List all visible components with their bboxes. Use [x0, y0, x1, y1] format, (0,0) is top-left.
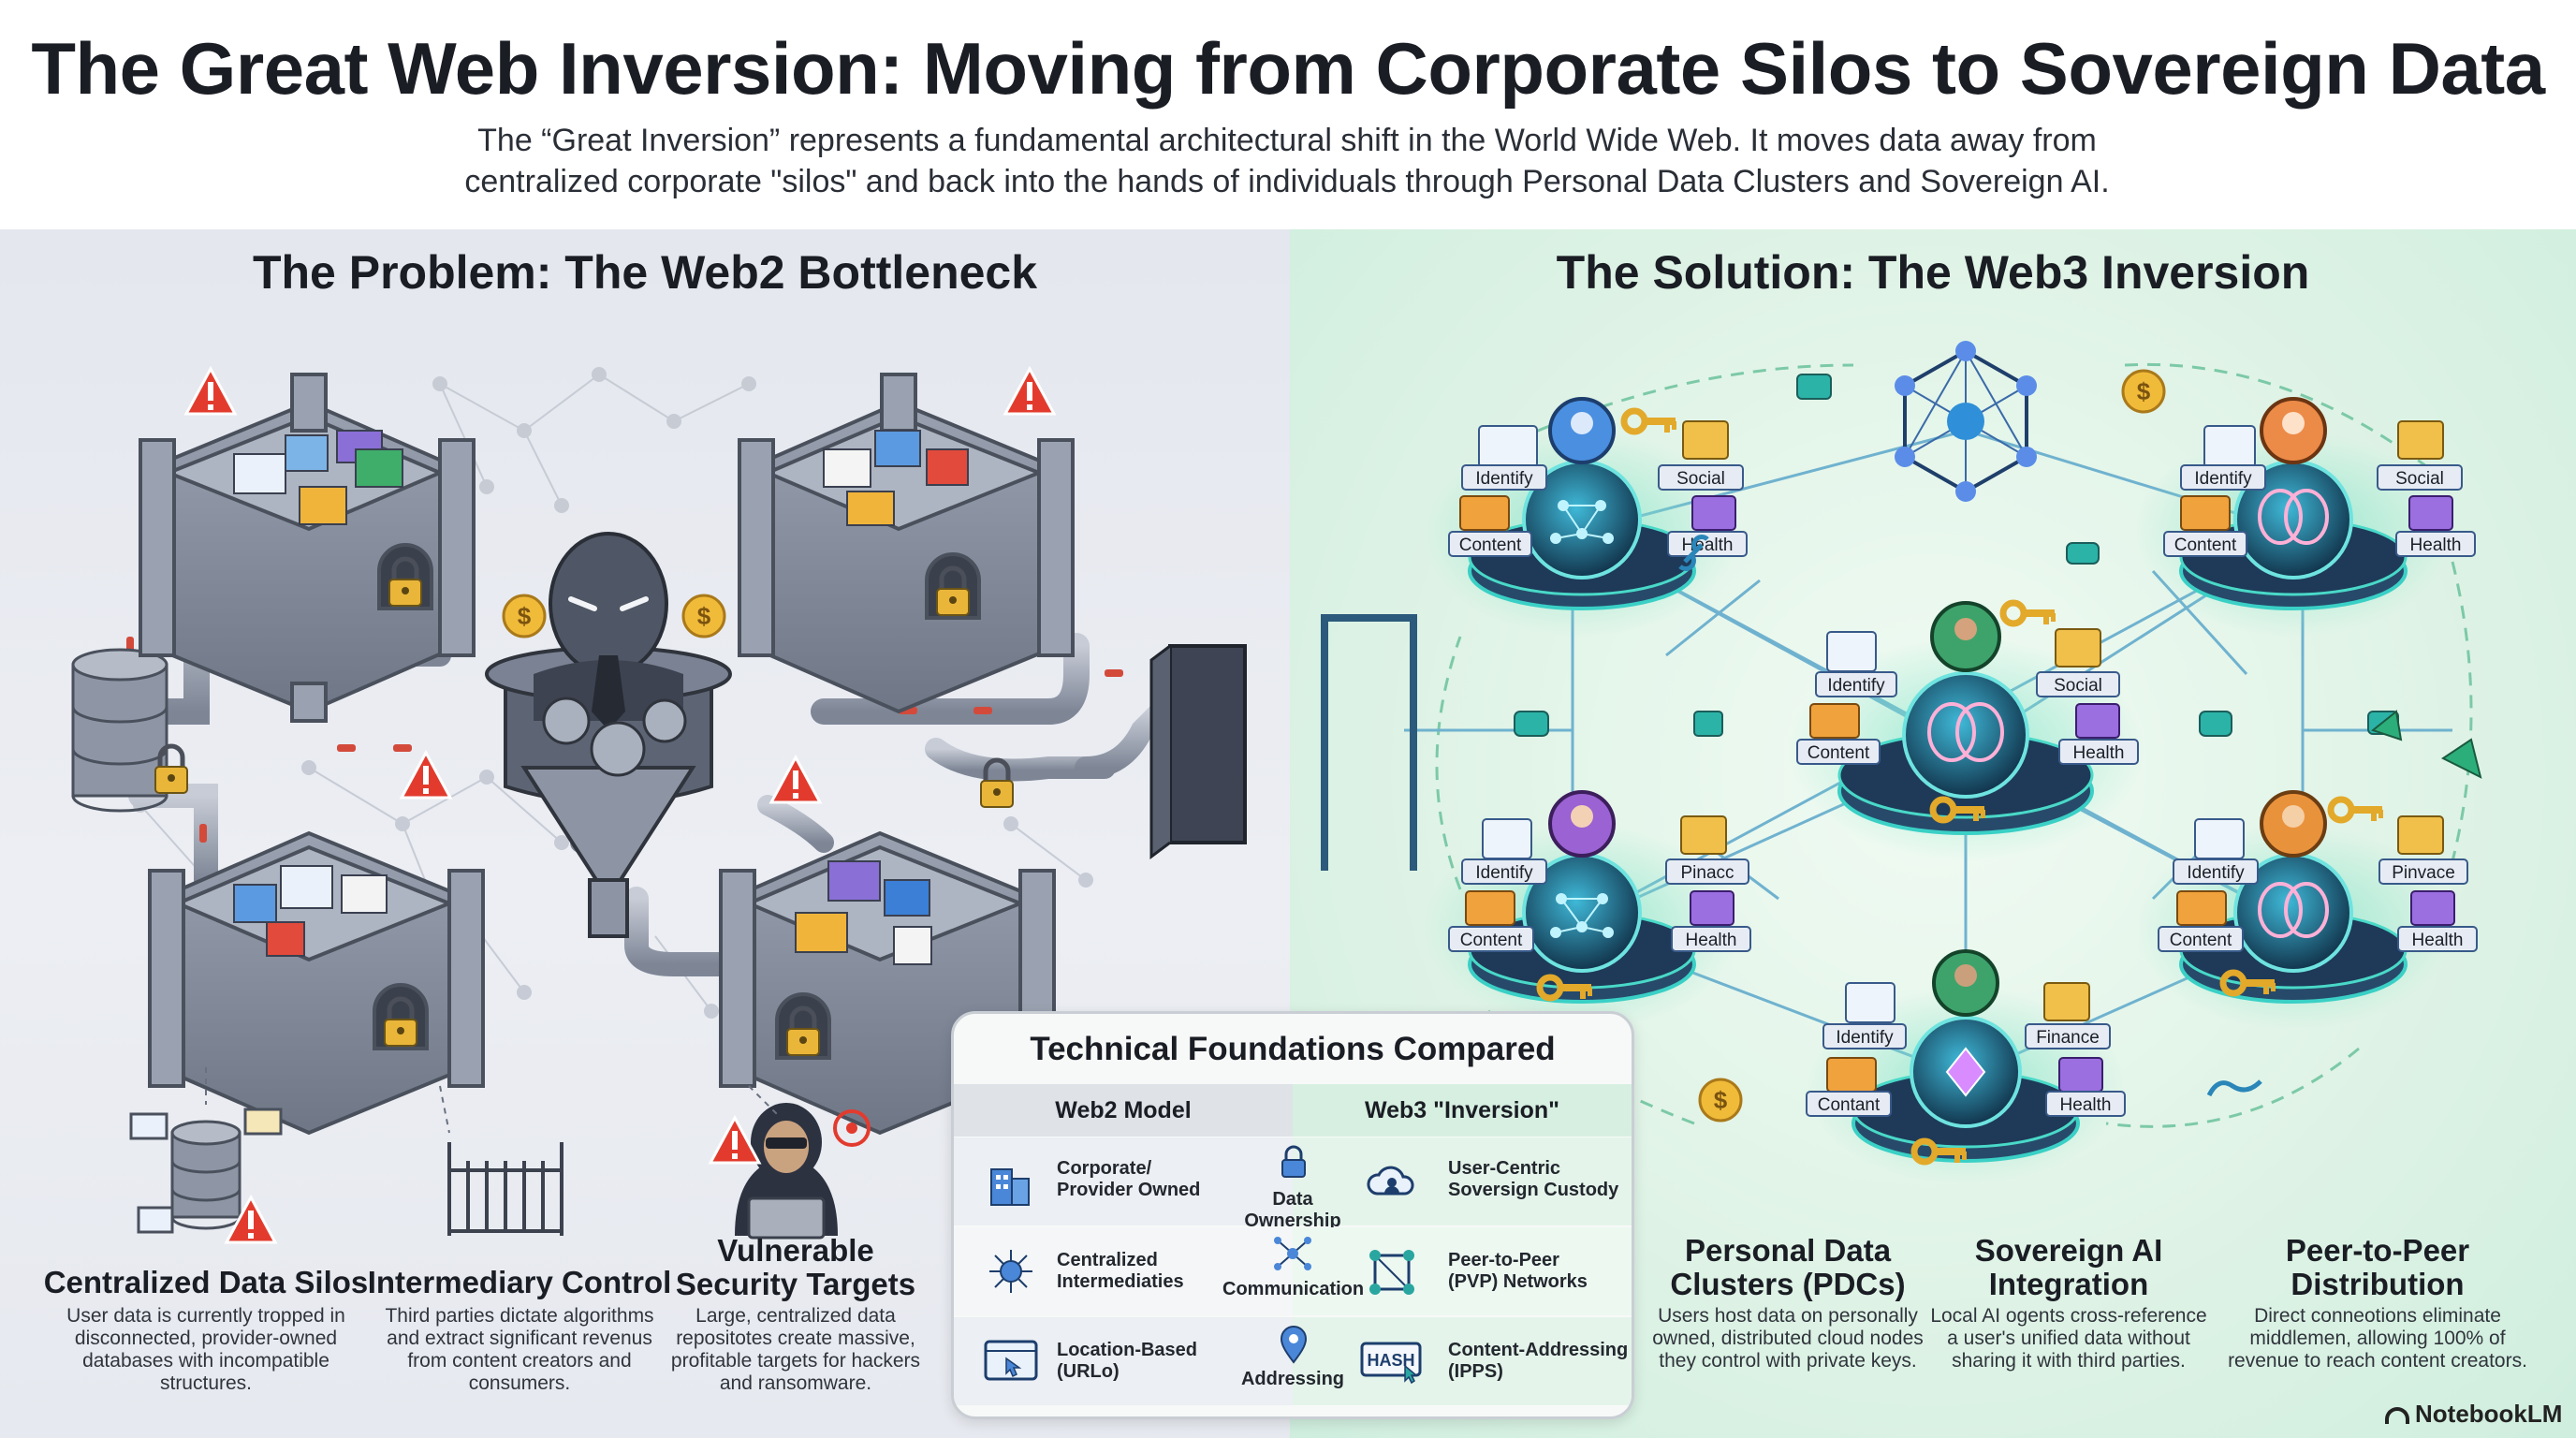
header: The Great Web Inversion: Moving from Cor…	[0, 0, 2576, 229]
table-header-web3: Web3 "Inversion"	[1293, 1084, 1632, 1137]
table-row: Corporate/Provider Owned Data Ownership …	[954, 1137, 1632, 1231]
p2p-icon	[1369, 1250, 1414, 1295]
hash-icon: HASH	[1360, 1342, 1422, 1385]
node-tag-identify: Identify	[1836, 1028, 1894, 1048]
node-tag-content: Content	[1808, 743, 1870, 763]
page-title: The Great Web Inversion: Moving from Cor…	[31, 27, 2545, 110]
node-tag-identify: Identify	[1475, 469, 1533, 489]
solution-title: The Solution: The Web3 Inversion	[1556, 246, 2310, 299]
node-tag-identify: Identify	[1475, 863, 1533, 883]
node-tag-health: Health	[2410, 536, 2462, 555]
node-tag-content: Content	[1459, 536, 1522, 555]
node-tag-identify: Identify	[2187, 863, 2245, 883]
page-subtitle: The “Great Inversion” represents a funda…	[309, 120, 2265, 202]
node-tag-social: Social	[1676, 469, 1725, 489]
table-title: Technical Foundations Compared	[1030, 1031, 1556, 1067]
lock-icon	[1281, 1145, 1306, 1178]
hub-icon	[989, 1250, 1032, 1293]
comparison-table: Technical Foundations Compared Web2 Mode…	[951, 1011, 1634, 1419]
location-pin-icon	[1280, 1326, 1308, 1364]
web2-cell: Corporate/Provider Owned	[1057, 1158, 1201, 1200]
node-tag-pinacc: Pinacc	[1680, 863, 1734, 883]
node-tag-health: Health	[2060, 1095, 2112, 1115]
node-tag-content: Content	[1460, 931, 1523, 950]
aspect-label: Communication	[1222, 1279, 1365, 1299]
web3-cell: Content-Addressing(IPPS)	[1448, 1340, 1629, 1382]
node-tag-identify: Identify	[2194, 469, 2252, 489]
table-header-web2: Web2 Model	[954, 1084, 1293, 1137]
node-tag-content: Content	[2174, 536, 2237, 555]
node-tag-finance: Finance	[2036, 1028, 2100, 1048]
hash-label: HASH	[1367, 1351, 1414, 1370]
brand-name: NotebookLM	[2415, 1400, 2563, 1428]
feature-title: Centralized Data Silos	[43, 1265, 369, 1299]
node-tag-health: Health	[2073, 743, 2125, 763]
aspect-label: Addressing	[1240, 1369, 1345, 1389]
network-icon	[1274, 1237, 1311, 1270]
subtitle-line: centralized corporate "silos" and back i…	[464, 164, 2110, 199]
cloud-user-icon	[1367, 1166, 1414, 1196]
node-tag-social: Social	[2395, 469, 2444, 489]
node-tag-health: Health	[1686, 931, 1737, 950]
browser-icon	[984, 1340, 1038, 1381]
notebooklm-icon	[2385, 1407, 2409, 1424]
web2-cell: Location-Based(URLo)	[1057, 1340, 1198, 1382]
brand-logo: NotebookLM	[2385, 1400, 2562, 1429]
node-tag-contant: Contant	[1818, 1095, 1881, 1115]
node-tag-identify: Identify	[1827, 676, 1885, 696]
web3-cell: Peer-to-Peer(PVP) Networks	[1448, 1250, 1588, 1292]
problem-title: The Problem: The Web2 Bottleneck	[252, 246, 1038, 299]
node-tag-pinvace: Pinvace	[2392, 863, 2455, 883]
feature-title: Intermediary Control	[367, 1265, 672, 1299]
table-row: Location-Based(URLo) Addressing HASH Con…	[954, 1317, 1632, 1405]
node-tag-health: Health	[2412, 931, 2464, 950]
building-icon	[990, 1168, 1030, 1206]
subtitle-line: The “Great Inversion” represents a funda…	[477, 123, 2097, 158]
node-tag-social: Social	[2054, 676, 2102, 696]
node-tag-content: Content	[2170, 931, 2232, 950]
aspect-label: Data Ownership	[1244, 1189, 1341, 1231]
